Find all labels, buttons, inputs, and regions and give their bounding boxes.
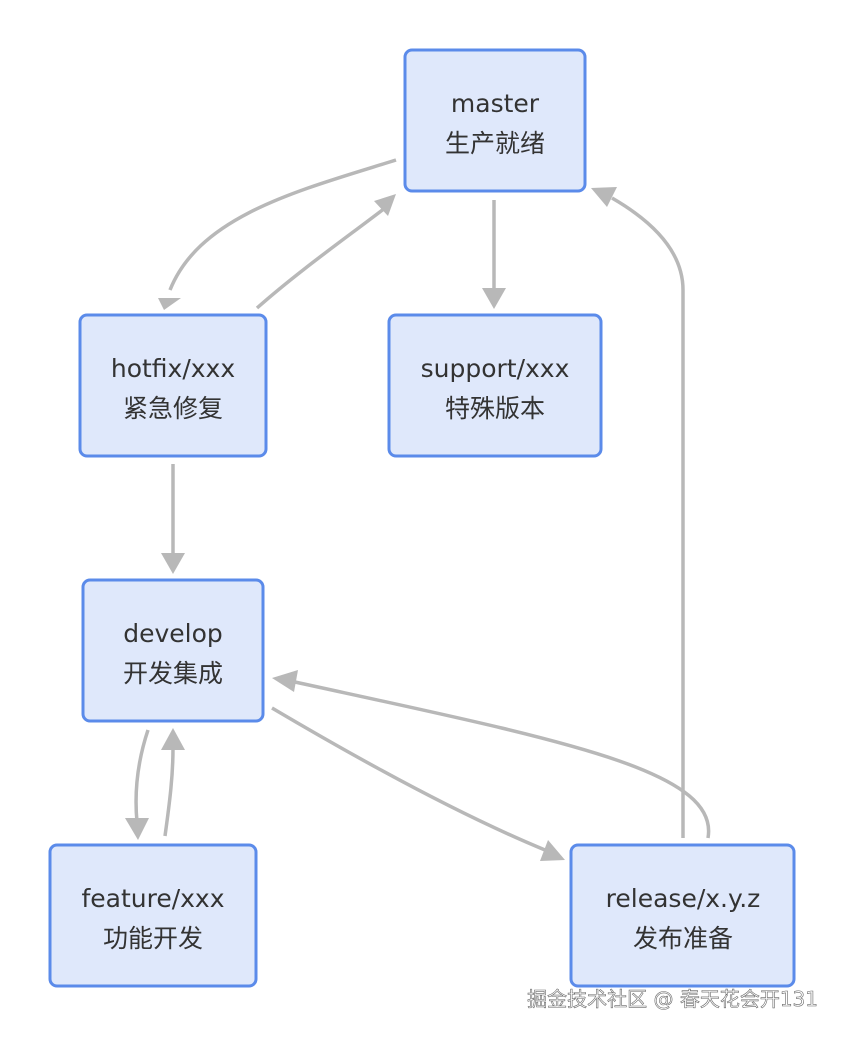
- node-master: master 生产就绪: [403, 48, 587, 193]
- node-release-box: [569, 843, 796, 988]
- node-support-subtitle: 特殊版本: [445, 394, 545, 423]
- edge-develop-to-release: [271, 706, 546, 852]
- node-develop-subtitle: 开发集成: [123, 659, 223, 688]
- node-feature-box: [48, 843, 258, 988]
- arrowhead-develop-to-release: [540, 840, 565, 861]
- edge-feature-to-develop: [163, 747, 175, 837]
- node-feature-title: feature/xxx: [81, 884, 224, 913]
- arrowhead-master-to-hotfix: [158, 298, 181, 310]
- node-master-subtitle: 生产就绪: [445, 129, 545, 158]
- node-hotfix-box: [78, 313, 268, 458]
- node-master-box: [403, 48, 587, 193]
- node-release: release/x.y.z 发布准备: [569, 843, 796, 988]
- arrowhead-release-to-develop: [272, 670, 298, 692]
- node-support: support/xxx 特殊版本: [387, 313, 603, 458]
- node-support-box: [387, 313, 603, 458]
- arrowhead-master-to-support: [482, 288, 506, 309]
- node-develop-box: [81, 578, 265, 723]
- arrowhead-release-to-master: [591, 187, 617, 207]
- edge-hotfix-to-master: [255, 206, 387, 310]
- node-feature-subtitle: 功能开发: [103, 924, 203, 953]
- edge-master-to-hotfix: [168, 158, 397, 291]
- node-release-title: release/x.y.z: [606, 884, 761, 913]
- arrowhead-feature-to-develop: [161, 728, 185, 750]
- edges: [125, 158, 711, 861]
- arrowhead-develop-to-feature: [125, 818, 149, 840]
- node-develop-title: develop: [123, 619, 223, 648]
- arrowhead-hotfix-to-develop: [161, 553, 185, 574]
- node-hotfix-subtitle: 紧急修复: [123, 394, 223, 423]
- edge-release-to-develop: [294, 680, 711, 839]
- node-support-title: support/xxx: [421, 354, 570, 383]
- arrowhead-hotfix-to-master: [374, 194, 396, 216]
- node-feature: feature/xxx 功能开发: [48, 843, 258, 988]
- node-hotfix: hotfix/xxx 紧急修复: [78, 313, 268, 458]
- node-develop: develop 开发集成: [81, 578, 265, 723]
- node-release-subtitle: 发布准备: [633, 924, 733, 953]
- edge-develop-to-feature: [134, 729, 150, 823]
- node-hotfix-title: hotfix/xxx: [111, 354, 235, 383]
- node-master-title: master: [451, 89, 540, 118]
- edge-release-to-master: [611, 196, 685, 838]
- footer-credit: 掘金技术社区 @ 春天花会开131: [527, 987, 818, 1011]
